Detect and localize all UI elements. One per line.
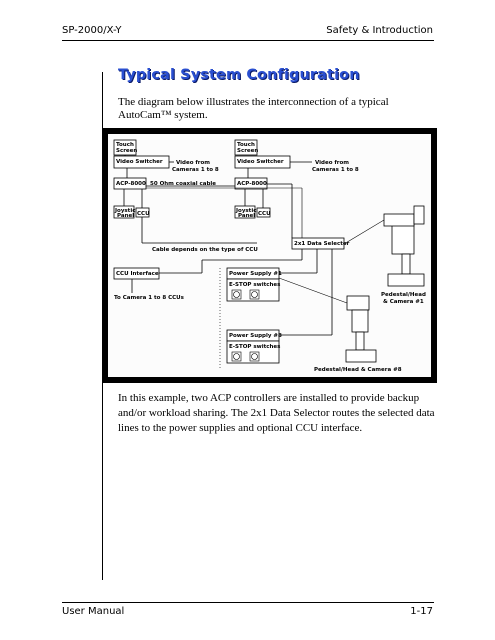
svg-text:& Camera #1: & Camera #1 [383, 299, 424, 305]
svg-text:Power Supply #1: Power Supply #1 [229, 271, 282, 277]
svg-text:50 Ohm coaxial cable: 50 Ohm coaxial cable [150, 181, 216, 187]
svg-text:Panel: Panel [117, 213, 134, 219]
svg-text:2x1 Data Selector: 2x1 Data Selector [294, 241, 350, 247]
acp-right [234, 177, 268, 190]
svg-text:Screen: Screen [237, 148, 258, 154]
svg-text:Joystick: Joystick [235, 208, 260, 214]
description-paragraph: In this example, two ACP controllers are… [118, 392, 435, 434]
page-number: 1-17 [410, 606, 433, 617]
header-right: Safety & Introduction [326, 25, 433, 36]
acp-left [113, 177, 147, 190]
svg-text:CCU Interface: CCU Interface [116, 271, 159, 277]
svg-text:Joystick: Joystick [114, 208, 139, 214]
svg-text:CCU: CCU [137, 211, 150, 217]
svg-text:Cable depends on the type of C: Cable depends on the type of CCU [152, 247, 258, 253]
svg-text:Power Supply #8: Power Supply #8 [229, 333, 282, 339]
svg-text:Video Switcher: Video Switcher [116, 159, 163, 165]
svg-text:Panel: Panel [238, 213, 255, 219]
svg-text:Video from: Video from [176, 160, 210, 166]
ccu-right [256, 207, 271, 218]
svg-text:Screen: Screen [116, 148, 137, 154]
svg-text:To Camera 1 to 8 CCUs: To Camera 1 to 8 CCUs [114, 295, 185, 301]
ccu-left [135, 207, 150, 218]
pedestal-camera-8 [278, 277, 377, 363]
svg-text:Touch: Touch [237, 142, 255, 148]
svg-text:Cameras 1 to 8: Cameras 1 to 8 [312, 167, 359, 173]
section-title: Typical System Configuration [118, 67, 360, 83]
ccu-interface [113, 267, 160, 280]
header-rule [62, 40, 434, 41]
svg-text:Video from: Video from [315, 160, 349, 166]
svg-text:ACP-8000: ACP-8000 [116, 181, 146, 187]
intro-paragraph: The diagram below illustrates the interc… [118, 96, 389, 121]
svg-text:Touch: Touch [116, 142, 134, 148]
system-diagram: Touch Screen Video Switcher Video from C… [102, 128, 437, 383]
pedestal-camera-1 [343, 205, 425, 287]
svg-text:Video Switcher: Video Switcher [237, 159, 284, 165]
svg-text:Pedestal/Head: Pedestal/Head [381, 292, 426, 298]
footer-rule [62, 602, 434, 603]
svg-text:E-STOP switches: E-STOP switches [229, 282, 281, 288]
data-selector [291, 237, 345, 250]
svg-text:CCU: CCU [258, 211, 271, 217]
header-left: SP-2000/X-Y [62, 25, 122, 36]
svg-text:ACP-8000: ACP-8000 [237, 181, 267, 187]
svg-text:Cameras 1 to 8: Cameras 1 to 8 [172, 167, 219, 173]
svg-text:Pedestal/Head & Camera #8: Pedestal/Head & Camera #8 [314, 367, 402, 373]
footer-left: User Manual [62, 606, 125, 617]
svg-text:E-STOP switches: E-STOP switches [229, 344, 281, 350]
touch-screen-right [234, 139, 258, 156]
